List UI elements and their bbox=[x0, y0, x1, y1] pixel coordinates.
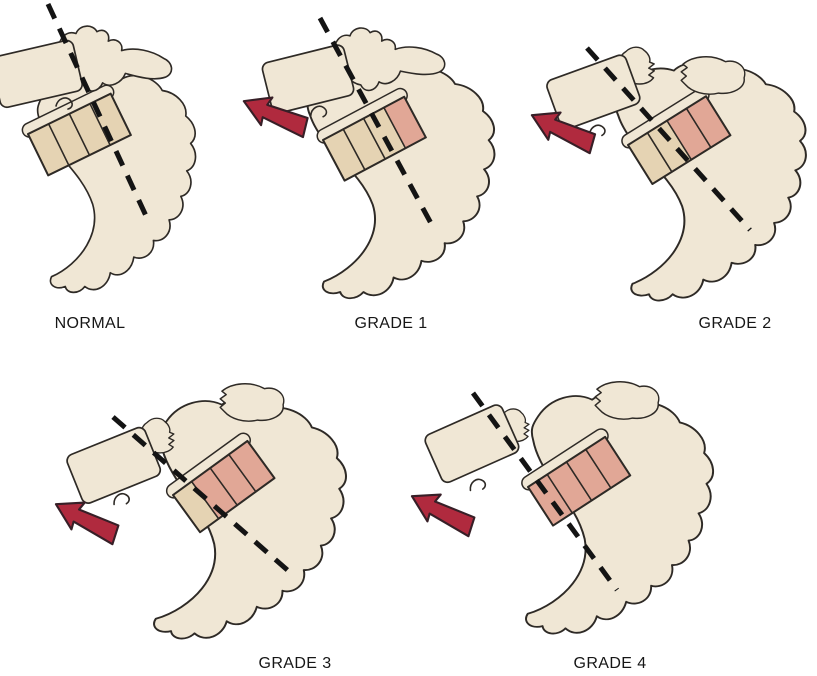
panel-label-normal: NORMAL bbox=[54, 315, 126, 332]
intervertebral-disc bbox=[321, 95, 427, 182]
endplate-curl bbox=[55, 97, 73, 110]
panel-label-grade-1: GRADE 1 bbox=[354, 315, 428, 332]
alignment-dashed-line bbox=[317, 16, 436, 229]
alignment-dashed-line bbox=[585, 46, 752, 232]
pars-fragment bbox=[219, 383, 285, 422]
sacrum-shape bbox=[508, 385, 723, 649]
alignment-dashed-line bbox=[470, 391, 620, 592]
l5-vertebral-body bbox=[64, 424, 164, 507]
panel-grade-1 bbox=[235, 0, 515, 312]
intervertebral-disc bbox=[26, 92, 132, 177]
pars-fragment bbox=[594, 381, 660, 420]
endplate-curl bbox=[588, 124, 606, 137]
endplate-curl bbox=[113, 493, 130, 506]
alignment-dashed-line bbox=[111, 415, 295, 577]
panel-label-grade-2: GRADE 2 bbox=[698, 315, 772, 332]
sacrum-shape bbox=[614, 61, 807, 302]
slip-arrow-icon bbox=[403, 481, 481, 543]
endplate-curl bbox=[309, 105, 328, 118]
panel-grade-4 bbox=[385, 365, 725, 655]
panel-normal bbox=[0, 0, 235, 312]
panel-label-grade-4: GRADE 4 bbox=[573, 655, 647, 672]
intervertebral-disc bbox=[171, 439, 276, 534]
pars-fragment bbox=[680, 56, 746, 95]
panel-label-grade-3: GRADE 3 bbox=[258, 655, 332, 672]
intervertebral-disc bbox=[626, 95, 732, 186]
panel-grade-3 bbox=[25, 365, 365, 655]
endplate-curl bbox=[469, 478, 487, 492]
alignment-dashed-line bbox=[45, 2, 150, 220]
panel-grade-2 bbox=[524, 10, 817, 312]
